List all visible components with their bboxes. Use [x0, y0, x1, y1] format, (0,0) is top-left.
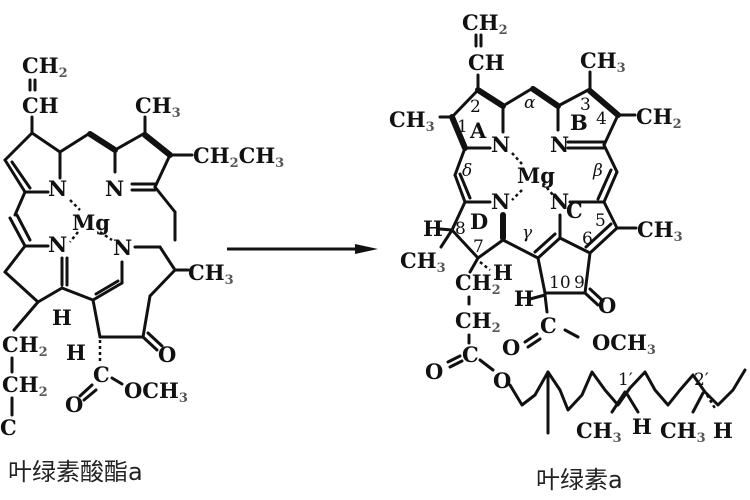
right-pos-2: 2: [470, 97, 481, 117]
right-methyl-3: CH3: [580, 48, 626, 76]
right-vinyl-ch2: CH2: [462, 10, 508, 38]
right-phytyl-o: O: [493, 368, 511, 393]
right-pos-5: 5: [595, 211, 606, 231]
right-pos-1: 1: [457, 117, 468, 137]
right-ester-och3: OCH3: [592, 330, 656, 358]
right-ring-c: C: [566, 198, 583, 223]
left-molecule: CH2 CH N CH3 CH2CH3 N Mg: [0, 53, 284, 486]
right-molecule: CH2 CH CH3 N 2 1 A α CH3 CH2 3 4 B N: [389, 10, 747, 494]
right-n-b: N: [550, 132, 569, 157]
left-n2: N: [105, 176, 124, 201]
left-ester-o: O: [65, 392, 83, 417]
right-phytyl-h-1: H: [632, 414, 652, 439]
right-phytyl-c: C: [462, 342, 479, 367]
right-ring-a: A: [469, 118, 487, 143]
right-phytyl-methyl-1: CH3: [576, 418, 622, 446]
right-pos-3: 3: [580, 95, 591, 115]
right-methyl-8: CH3: [400, 248, 446, 276]
right-h-8: H: [423, 216, 443, 241]
right-pos-4: 4: [596, 109, 607, 129]
left-vinyl-ch: CH: [22, 93, 59, 118]
left-methyl-c: CH3: [188, 260, 234, 288]
left-mg: Mg: [72, 210, 110, 235]
right-ring-d: D: [470, 209, 488, 234]
right-n-c: N: [550, 189, 569, 214]
left-ketone-o: O: [158, 342, 176, 367]
right-chiral-1: 1′: [618, 370, 633, 390]
reaction-arrow: [227, 244, 378, 254]
left-ch2-a: CH2: [2, 332, 48, 360]
left-caption: 叶绿素酸酯a: [8, 458, 143, 486]
right-methyl-5: CH3: [637, 217, 683, 245]
right-phytyl-o-double: O: [425, 359, 443, 384]
right-ch2-b: CH2: [455, 308, 501, 336]
right-ch2-a: CH2: [455, 270, 501, 298]
right-pos-8: 8: [455, 219, 466, 239]
right-phytyl-h-2: H: [713, 418, 733, 443]
left-methyl-b: CH3: [135, 93, 181, 121]
right-n-d: N: [491, 189, 510, 214]
left-n1: N: [48, 176, 67, 201]
right-n-a: N: [491, 132, 510, 157]
right-pos-10: 10: [549, 273, 571, 293]
left-h-e: H: [66, 340, 86, 365]
right-chiral-2: 2′: [694, 370, 709, 390]
right-ester-o: O: [502, 335, 520, 360]
right-phytyl-methyl-2: CH3: [660, 418, 706, 446]
right-mg: Mg: [517, 163, 555, 188]
right-ester-c: C: [540, 313, 557, 338]
left-vinyl-ch2: CH2: [22, 53, 68, 81]
right-ch2-4: CH2: [636, 104, 682, 132]
left-n3: N: [113, 235, 132, 260]
right-caption: 叶绿素a: [536, 466, 623, 494]
left-ethyl: CH2CH3: [193, 143, 284, 171]
right-methyl-1: CH3: [389, 107, 435, 135]
right-pos-7: 7: [473, 237, 484, 257]
right-vinyl-ch: CH: [468, 50, 505, 75]
right-h-10: H: [514, 286, 534, 311]
right-h-7: H: [493, 260, 513, 285]
right-ketone-o: O: [598, 293, 616, 318]
right-alpha: α: [524, 93, 536, 113]
left-ester-c: C: [93, 362, 110, 387]
right-pos-6: 6: [582, 229, 593, 249]
left-h-d: H: [52, 305, 72, 330]
left-c-tail: C: [0, 415, 17, 440]
right-ring-b: B: [570, 110, 588, 135]
right-beta: β: [592, 161, 603, 181]
right-pos-9: 9: [574, 273, 585, 293]
left-n4: N: [48, 232, 67, 257]
right-delta: δ: [462, 161, 472, 181]
left-ester-och3: OCH3: [124, 378, 188, 406]
right-gamma: γ: [522, 223, 533, 243]
left-ch2-b: CH2: [2, 372, 48, 400]
